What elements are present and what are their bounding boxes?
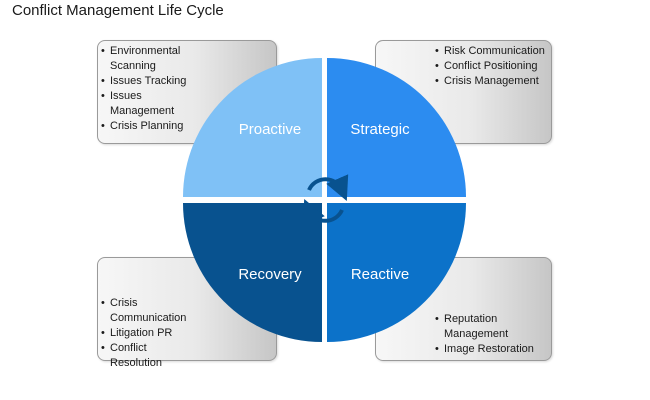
list-item: Issues Management <box>101 89 191 119</box>
list-item: Conflict Resolution <box>101 341 201 371</box>
strategic-quadrant <box>327 58 466 197</box>
strategic-label: Strategic <box>350 121 410 138</box>
list-item: Risk Communication <box>435 44 550 59</box>
reactive-item-list: Reputation Management Image Restoration <box>435 312 545 357</box>
list-item: Conflict Positioning <box>435 59 550 74</box>
proactive-quadrant <box>183 58 322 197</box>
reactive-quadrant <box>327 203 466 342</box>
list-item: Crisis Management <box>435 74 550 89</box>
list-item: Crisis Communication <box>101 296 201 326</box>
recovery-quadrant <box>183 203 322 342</box>
proactive-item-list: Environmental Scanning Issues Tracking I… <box>101 44 191 134</box>
list-item: Crisis Planning <box>101 119 191 134</box>
list-item: Environmental Scanning <box>101 44 191 74</box>
list-item: Issues Tracking <box>101 74 191 89</box>
cycle-arrows-icon <box>302 174 349 226</box>
list-item: Litigation PR <box>101 326 201 341</box>
recovery-item-list: Crisis Communication Litigation PR Confl… <box>101 296 201 371</box>
list-item: Image Restoration <box>435 342 545 357</box>
list-item: Reputation Management <box>435 312 545 342</box>
proactive-label: Proactive <box>239 121 302 138</box>
recovery-label: Recovery <box>238 266 302 283</box>
reactive-label: Reactive <box>351 266 409 283</box>
strategic-item-list: Risk Communication Conflict Positioning … <box>435 44 550 89</box>
page-title: Conflict Management Life Cycle <box>12 2 224 19</box>
